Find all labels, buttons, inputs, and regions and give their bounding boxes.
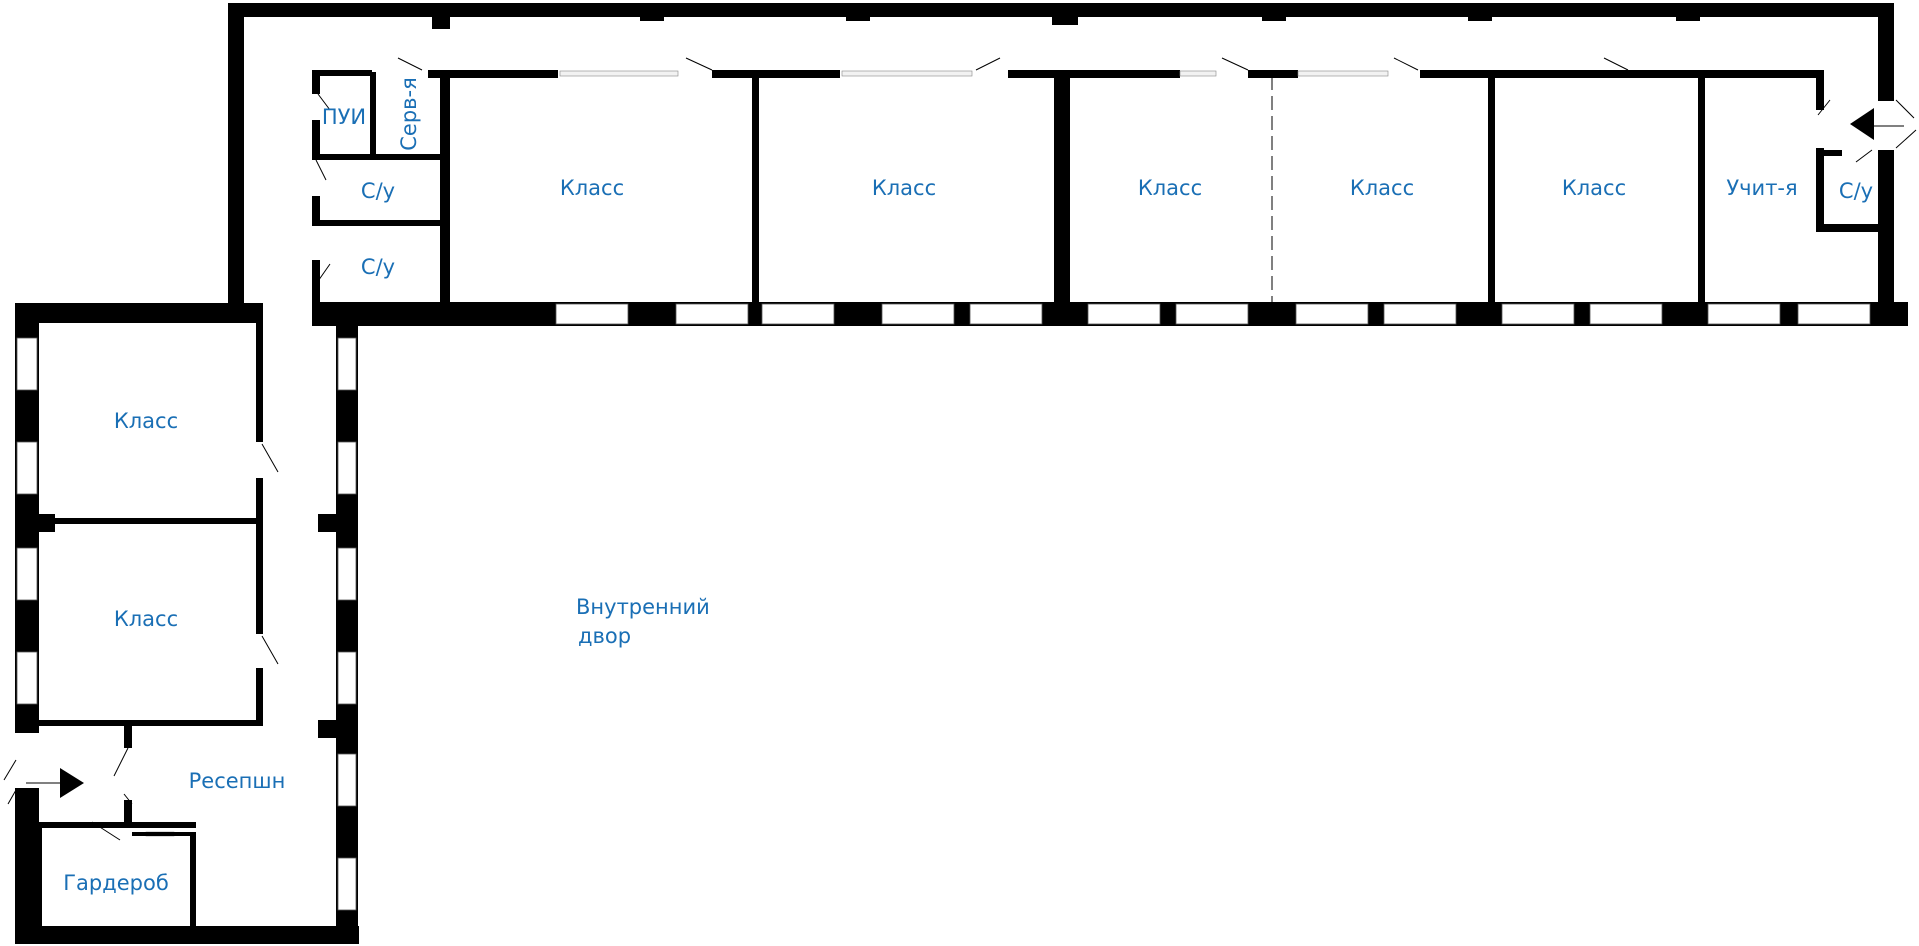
- room-label-wc-left-2: С/у: [361, 255, 395, 279]
- service-block: [312, 70, 442, 308]
- room-label-teachers-room: Учит-я: [1726, 176, 1797, 200]
- room-label-top-class-1: Класс: [560, 176, 624, 200]
- room-label-top-class-4: Класс: [1350, 176, 1414, 200]
- room-label-server-room: Серв-я: [397, 77, 421, 151]
- room-label-wc-right: С/у: [1839, 179, 1873, 203]
- room-labels: Класс Класс Класс Класс Класс Учит-я С/у…: [63, 77, 1873, 895]
- room-label-top-class-3: Класс: [1138, 176, 1202, 200]
- walls-left-wing: [15, 303, 359, 944]
- courtyard-label-line2: двор: [578, 624, 631, 648]
- corridor-wall-top: [397, 57, 1824, 110]
- room-label-top-class-5: Класс: [1562, 176, 1626, 200]
- room-label-left-class-1: Класс: [114, 409, 178, 433]
- room-label-wc-left-1: С/у: [361, 179, 395, 203]
- entrance-arrow-icon: [26, 768, 84, 798]
- room-label-reception: Ресепшн: [189, 769, 286, 793]
- room-label-left-class-2: Класс: [114, 607, 178, 631]
- partitions-left: [3, 318, 279, 930]
- courtyard-label-line1: Внутренний: [576, 595, 710, 619]
- windows-top-wing: [555, 303, 1871, 325]
- room-label-wardrobe: Гардероб: [63, 871, 169, 895]
- room-label-top-class-2: Класс: [872, 176, 936, 200]
- room-label-puy: ПУИ: [322, 105, 366, 129]
- partitions-top: [440, 74, 1882, 306]
- entrance-arrow-icon: [1850, 99, 1917, 149]
